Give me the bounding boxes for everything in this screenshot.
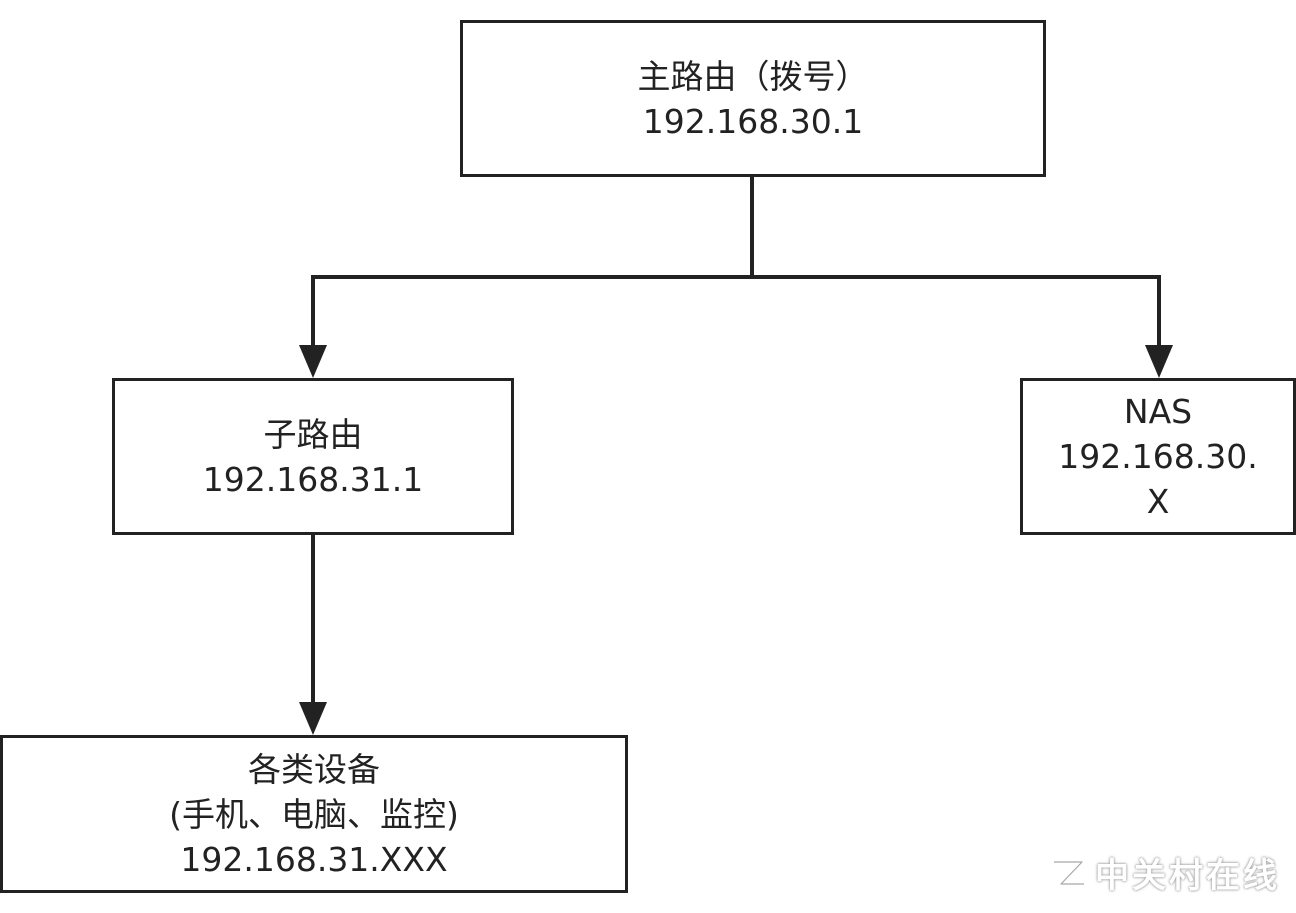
sub-router-label: 子路由 192.168.31.1 (203, 412, 423, 502)
devices-name: 各类设备 (248, 749, 380, 789)
nas-ip-line1: 192.168.30. (1058, 437, 1258, 476)
zol-logo-icon (1051, 858, 1087, 887)
edge-main-to-nas (752, 275, 1161, 350)
watermark: 中关村在线 (1049, 848, 1280, 897)
edge-main-to-sub (311, 177, 754, 350)
nas-ip-line2: X (1146, 482, 1170, 521)
nas-name: NAS (1123, 392, 1193, 431)
nas-label: NAS 192.168.30. X (1058, 389, 1257, 524)
sub-router-name: 子路由 (263, 414, 363, 454)
devices-examples: (手机、电脑、监控) (169, 794, 459, 834)
devices-node: 各类设备 (手机、电脑、监控) 192.168.31.XXX (0, 735, 628, 893)
devices-label: 各类设备 (手机、电脑、监控) 192.168.31.XXX (169, 747, 459, 882)
nas-node: NAS 192.168.30. X (1020, 378, 1296, 535)
sub-router-node: 子路由 192.168.31.1 (112, 378, 514, 535)
main-router-ip: 192.168.30.1 (642, 101, 864, 141)
arrowhead-sub-router (299, 345, 327, 378)
arrowhead-devices (299, 702, 327, 735)
main-router-label: 主路由（拨号） 192.168.30.1 (638, 54, 869, 144)
main-router-name: 主路由（拨号） (637, 56, 869, 96)
sub-router-ip: 192.168.31.1 (202, 459, 424, 499)
main-router-node: 主路由（拨号） 192.168.30.1 (460, 20, 1046, 177)
devices-ip: 192.168.31.XXX (180, 839, 448, 879)
watermark-text: 中关村在线 (1095, 856, 1280, 896)
arrowhead-nas (1145, 345, 1173, 378)
